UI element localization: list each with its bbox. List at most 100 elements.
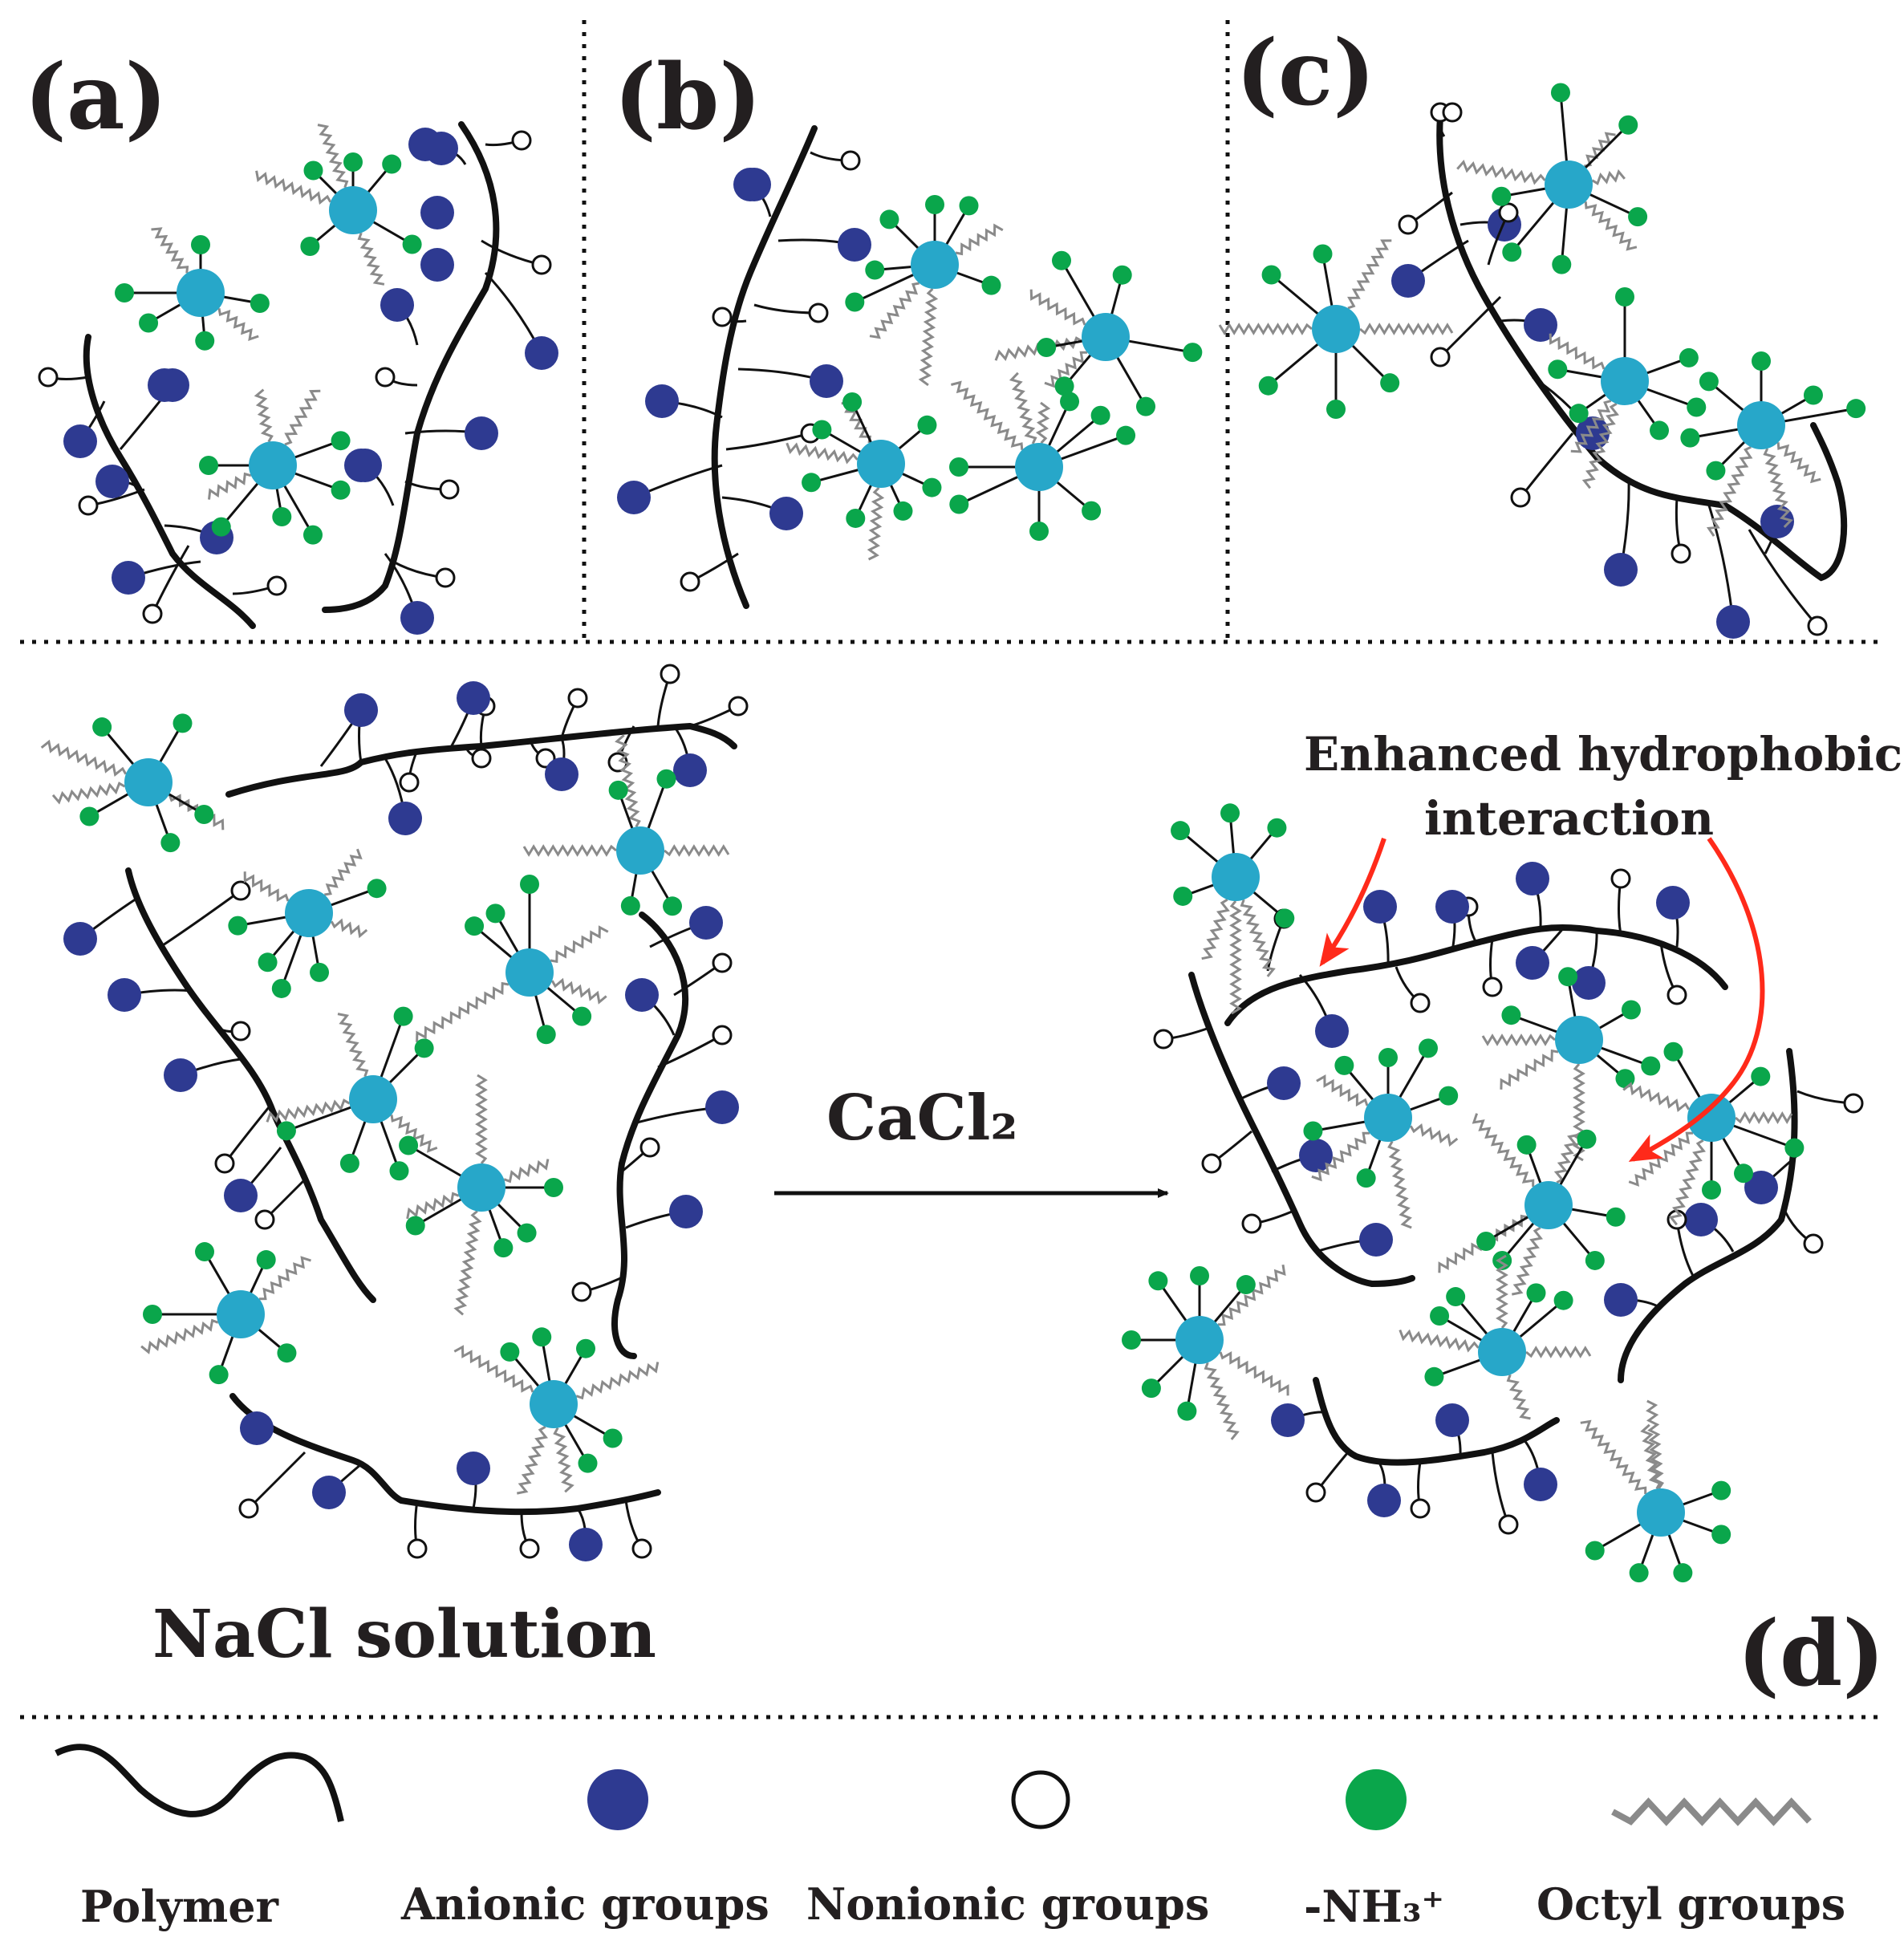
amine-group — [367, 879, 387, 899]
octyl-chain — [1549, 333, 1606, 370]
amine-group — [1258, 376, 1278, 396]
amine-group — [1430, 1306, 1450, 1326]
anionic-group — [1299, 1139, 1333, 1172]
nonionic-group — [1667, 985, 1687, 1005]
nonionic-group — [808, 303, 829, 323]
amine-group — [1326, 400, 1346, 419]
polymer-chain — [1436, 113, 1848, 582]
amine-group — [1751, 1066, 1771, 1086]
amine-group — [1171, 821, 1191, 841]
amine-group — [303, 525, 323, 545]
octyl-chain-icon — [1611, 1797, 1812, 1826]
anionic-group — [1267, 1066, 1301, 1100]
amine-group — [1419, 1038, 1438, 1058]
amine-group — [300, 236, 320, 256]
amine-group — [1476, 1232, 1496, 1251]
octyl-chain — [867, 486, 885, 561]
amine-group — [1803, 385, 1823, 405]
anionic-group — [625, 978, 659, 1012]
amine-group — [271, 978, 291, 998]
amine-group — [402, 234, 422, 254]
amine-group — [160, 833, 181, 853]
anionic-group — [810, 364, 843, 398]
amine-group — [1313, 244, 1333, 264]
amine-group — [1629, 1563, 1649, 1583]
nonionic-stem — [1748, 529, 1819, 627]
amine-group — [339, 1153, 359, 1173]
anionic-group — [1744, 1171, 1778, 1204]
anionic-group — [1604, 1283, 1638, 1317]
octyl-chain — [208, 472, 252, 500]
anionic-group — [1524, 1468, 1557, 1501]
octyl-chain — [266, 1098, 351, 1123]
amine-group — [656, 769, 676, 789]
surfactant-core — [1637, 1488, 1685, 1537]
nonionic-group — [1153, 1029, 1174, 1050]
octyl-chain — [1496, 1254, 1508, 1329]
nonionic-group — [1498, 202, 1519, 223]
nonionic-group — [142, 603, 163, 624]
surfactant-core — [1175, 1316, 1224, 1364]
anionic-group — [673, 753, 707, 787]
amine-group — [1846, 399, 1866, 419]
amine-group — [405, 1216, 425, 1236]
amine-group — [1585, 1541, 1605, 1561]
amine-group — [663, 896, 682, 916]
octyl-chain — [1204, 1362, 1240, 1440]
octyl-chain — [951, 380, 1024, 450]
octyl-chain — [255, 170, 332, 205]
anionic-group — [1367, 1484, 1401, 1517]
amine-group — [1029, 522, 1049, 541]
octyl-chain — [1525, 1346, 1592, 1358]
nonionic-stem — [160, 889, 242, 948]
octyl-chain — [955, 223, 1004, 256]
surfactant-core — [249, 441, 297, 489]
legend-label-amine: -NH₃⁺ — [1304, 1881, 1444, 1932]
polymer-chain — [1188, 972, 1415, 1288]
anionic-group — [388, 802, 422, 835]
anionic-group — [112, 561, 145, 595]
amine-group — [211, 517, 231, 537]
anionic-group — [669, 1195, 703, 1228]
amine-group-icon — [1346, 1769, 1407, 1830]
octyl-chain — [453, 1210, 482, 1316]
nonionic-group — [712, 307, 733, 327]
amine-group — [1585, 1250, 1605, 1270]
anionic-group — [420, 248, 454, 282]
amine-group — [1784, 1138, 1805, 1158]
amine-group — [1641, 1056, 1661, 1076]
nonionic-group — [531, 254, 552, 275]
surfactant-core — [285, 889, 333, 937]
amine-group — [1356, 1168, 1376, 1188]
legend-label-anionic: Anionic groups — [400, 1878, 769, 1930]
legend-label-octyl: Octyl groups — [1537, 1878, 1845, 1930]
amine-group — [846, 508, 866, 528]
octyl-chain — [517, 1425, 549, 1495]
amine-group — [578, 1453, 598, 1473]
amine-group — [949, 494, 969, 514]
octyl-chain — [1622, 1082, 1691, 1113]
surfactant-core — [1601, 357, 1649, 405]
nonionic-group — [519, 1538, 540, 1559]
nonionic-group — [399, 772, 420, 793]
amine-group — [949, 457, 968, 477]
amine-group — [139, 313, 159, 333]
surfactant-core — [616, 826, 664, 875]
anionic-group — [420, 196, 454, 229]
anionic-group — [569, 1528, 603, 1561]
surfactant-core — [1212, 853, 1260, 901]
amine-group — [414, 1038, 434, 1058]
amine-group — [115, 283, 134, 303]
amine-group — [1148, 1271, 1168, 1291]
octyl-chain — [140, 1318, 219, 1354]
amine-group — [1550, 83, 1570, 103]
amine-group — [173, 713, 193, 733]
panel-label-c: (c) — [1236, 21, 1375, 126]
amine-group — [485, 903, 505, 924]
octyl-chain — [151, 227, 189, 274]
amine-group — [382, 154, 402, 174]
anionic-group — [457, 1452, 490, 1485]
anionic-group — [645, 384, 679, 418]
nonionic-group — [728, 696, 749, 717]
octyl-chain — [1500, 1049, 1559, 1090]
